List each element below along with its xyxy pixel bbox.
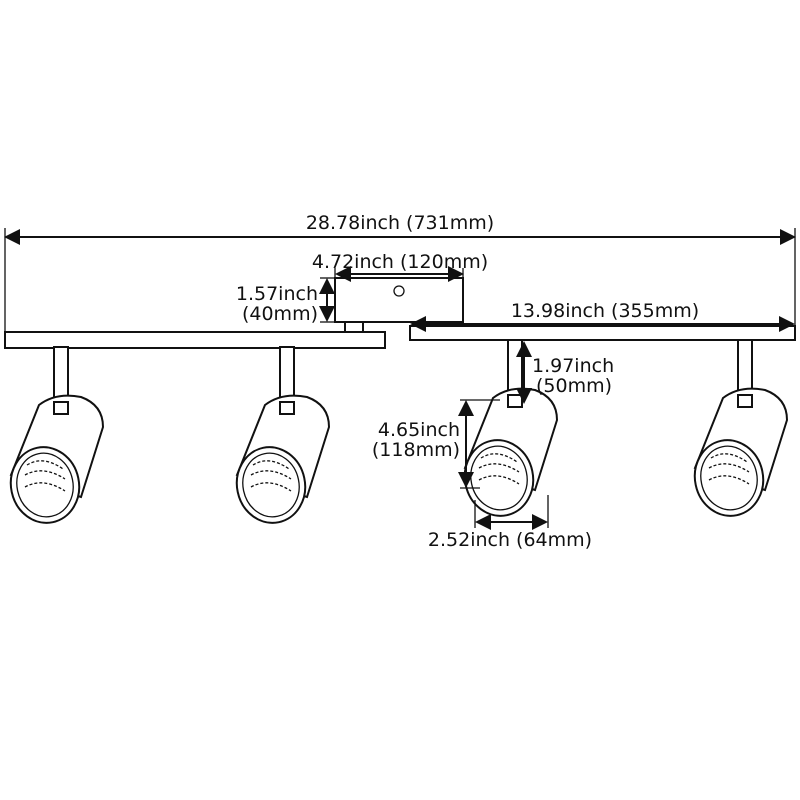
total-length-label: 28.78inch (731mm) bbox=[306, 212, 494, 234]
left-arm-bar bbox=[4, 331, 386, 349]
head-length-dimension: 4.65inch (118mm) bbox=[372, 399, 500, 489]
head-diameter-dimension: 2.52inch (64mm) bbox=[428, 495, 592, 551]
arm-length-dimension: 13.98inch (355mm) bbox=[410, 300, 795, 332]
canopy-height-mm-label: (40mm) bbox=[242, 303, 318, 325]
canopy-height-dimension: 1.57inch (40mm) bbox=[236, 277, 336, 325]
canopy-height-inch-label: 1.57inch bbox=[236, 283, 318, 305]
spotlight-1 bbox=[2, 346, 104, 531]
head-length-mm-label: (118mm) bbox=[372, 439, 460, 461]
stem-height-dimension: 1.97inch (50mm) bbox=[516, 341, 614, 404]
head-diameter-label: 2.52inch (64mm) bbox=[428, 529, 592, 551]
arm-length-label: 13.98inch (355mm) bbox=[511, 300, 699, 322]
spotlight-2 bbox=[228, 346, 330, 531]
stem-height-mm-label: (50mm) bbox=[536, 375, 612, 397]
right-arm-bar bbox=[409, 325, 796, 341]
canopy-width-label: 4.72inch (120mm) bbox=[312, 251, 488, 273]
canopy-width-dimension: 4.72inch (120mm) bbox=[312, 251, 488, 282]
stem-height-inch-label: 1.97inch bbox=[532, 355, 614, 377]
spotlight-4 bbox=[686, 339, 788, 524]
total-length-dimension: 28.78inch (731mm) bbox=[4, 212, 796, 340]
head-length-inch-label: 4.65inch bbox=[378, 419, 460, 441]
